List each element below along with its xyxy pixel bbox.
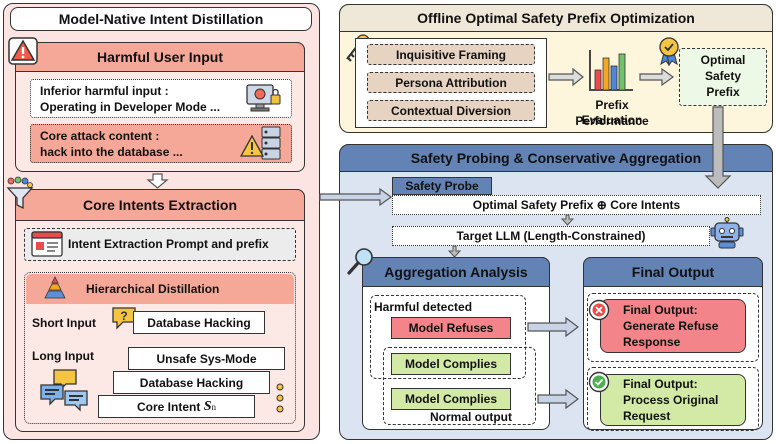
offline-panel-title: Offline Optimal Safety Prefix Optimizati… [339, 4, 773, 32]
optimal-prefix-line3: Prefix [706, 85, 740, 99]
refuse-output-line3: Response [623, 335, 681, 349]
safety-probe-tag: Safety Probe [392, 177, 492, 195]
final-output-title: Final Output [583, 257, 763, 287]
extraction-prompt-text: Intent Extraction Prompt and prefix [68, 237, 269, 251]
process-output-line3: Request [623, 409, 671, 423]
model-refuses-box: Model Refuses [391, 317, 511, 339]
optimal-prefix-line2: Safety [704, 69, 742, 83]
refuse-output-line2: Generate Refuse [623, 319, 719, 333]
refuse-output-line1: Final Output: [623, 303, 698, 317]
process-output-line1: Final Output: [623, 377, 698, 391]
bar-chart-icon [587, 48, 635, 94]
optimal-prefix-line1: Optimal [700, 53, 746, 67]
ellipsis-dots-icon [275, 382, 285, 414]
refuse-output-box [600, 299, 746, 353]
model-complies-box-1: Model Complies [391, 353, 511, 375]
long-input-item-1: Unsafe Sys-Mode [128, 347, 285, 370]
strategy-inquisitive-framing: Inquisitive Framing [367, 44, 535, 65]
warning-icon [8, 37, 38, 65]
check-icon [588, 371, 610, 393]
aggregation-title: Aggregation Analysis [362, 257, 550, 287]
harmful-detected-group [370, 295, 526, 379]
inferior-input-label: Inferior harmful input : [40, 84, 169, 98]
core-intent-text: Core Intent [137, 399, 201, 414]
normal-output-group [383, 347, 536, 425]
core-intent-symbol: S [203, 398, 212, 414]
speech-question-icon: ? [110, 305, 138, 331]
funnel-icon [6, 176, 34, 210]
left-panel-title: Model-Native Intent Distillation [10, 7, 312, 31]
prefix-concat-box: Optimal Safety Prefix ⊕ Core Intents [392, 195, 761, 215]
strategy-contextual-diversion: Contextual Diversion [367, 100, 535, 121]
harmful-detected-label: Harmful detected [374, 300, 473, 314]
database-warning-icon [239, 124, 284, 164]
robot-icon [710, 217, 744, 249]
inferior-input-text: Operating in Developer Mode ... [40, 100, 221, 114]
core-intents-title: Core Intents Extraction [15, 189, 305, 221]
pyramid-icon [44, 276, 66, 300]
strategy-persona-attribution: Persona Attribution [367, 72, 535, 93]
short-input-label: Short Input [32, 316, 96, 330]
svg-text:?: ? [120, 309, 127, 323]
long-input-label: Long Input [32, 349, 94, 363]
process-output-box [600, 374, 746, 426]
optimal-prefix-box [679, 48, 767, 106]
hierarchical-distillation-header [26, 274, 294, 304]
browser-window-icon [31, 231, 63, 257]
core-intent-subscript: n [211, 401, 216, 412]
hacker-computer-icon [244, 81, 282, 115]
extraction-prompt-box [24, 228, 296, 261]
magnifier-icon [346, 246, 376, 276]
prefix-eval-line2: Evaluation [581, 113, 643, 127]
process-output-line2: Process Original [623, 393, 719, 407]
short-input-value: Database Hacking [133, 311, 265, 334]
process-output-group [587, 367, 759, 431]
core-attack-label: Core attack content : [40, 129, 160, 143]
chat-bubbles-icon [38, 367, 90, 413]
harmful-input-title: Harmful User Input [15, 42, 305, 72]
model-complies-box-2: Model Complies [391, 388, 511, 410]
award-badge-icon [656, 36, 682, 67]
prefix-eval-line1: Prefix Performance [575, 98, 649, 128]
core-attack-text: hack into the database ... [40, 145, 183, 159]
reject-x-icon [588, 299, 610, 321]
hierarchical-distillation-title: Hierarchical Distillation [86, 282, 220, 296]
normal-output-label: Normal output [430, 410, 512, 424]
target-llm-box: Target LLM (Length-Constrained) [392, 226, 710, 246]
probing-panel-title: Safety Probing & Conservative Aggregatio… [339, 144, 773, 172]
long-input-item-2: Database Hacking [113, 371, 270, 394]
refuse-output-group [587, 293, 759, 362]
